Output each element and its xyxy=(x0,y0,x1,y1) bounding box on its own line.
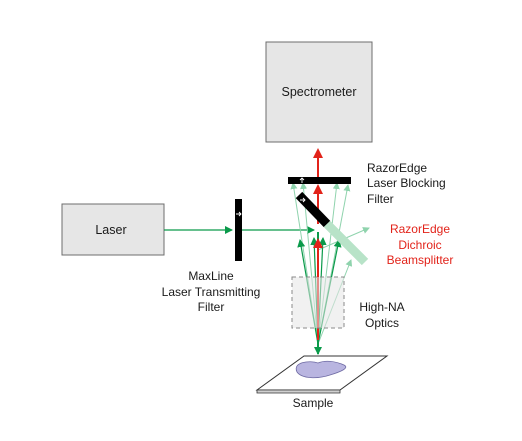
dichroic-reflective-side xyxy=(295,191,331,228)
spectrometer-box xyxy=(265,41,373,143)
maxline-filter-plate xyxy=(235,199,242,261)
dichroic-transmissive-side xyxy=(323,220,369,266)
optics-label: High-NA Optics xyxy=(359,300,404,330)
sample-slide-edge xyxy=(256,389,341,394)
sample-label: Sample xyxy=(293,396,334,410)
maxline-filter-label: MaxLine Laser Transmitting Filter xyxy=(162,269,261,314)
svg-text:RazorEdge: RazorEdge xyxy=(390,222,450,236)
dichroic-arrow-icon xyxy=(300,197,306,203)
dichroic-label: RazorEdge Dichroic Beamsplitter xyxy=(387,222,454,267)
laser: Laser xyxy=(61,203,165,256)
svg-text:RazorEdge: RazorEdge xyxy=(367,161,427,175)
sample xyxy=(255,355,389,394)
maxline-filter-arrow-icon xyxy=(236,211,242,217)
svg-text:Laser Blocking: Laser Blocking xyxy=(367,176,446,190)
svg-text:Filter: Filter xyxy=(367,192,394,206)
spectrometer-label: Spectrometer xyxy=(281,85,356,99)
laser-box xyxy=(61,203,165,256)
blocking-filter xyxy=(288,177,351,184)
svg-text:Laser Transmitting: Laser Transmitting xyxy=(162,285,261,299)
dichroic-beamsplitter xyxy=(295,191,369,266)
maxline-filter xyxy=(235,199,242,261)
svg-text:MaxLine: MaxLine xyxy=(188,269,234,283)
svg-text:High-NA: High-NA xyxy=(359,300,404,314)
optics-box xyxy=(291,276,345,329)
svg-text:Beamsplitter: Beamsplitter xyxy=(387,253,454,267)
laser-label: Laser xyxy=(95,223,126,237)
blocking-filter-arrow-icon xyxy=(299,177,305,183)
svg-text:Filter: Filter xyxy=(198,300,225,314)
svg-text:Optics: Optics xyxy=(365,316,399,330)
svg-text:Dichroic: Dichroic xyxy=(398,238,441,252)
blocking-filter-label: RazorEdge Laser Blocking Filter xyxy=(367,161,446,206)
sample-specimen xyxy=(295,360,347,379)
blocking-filter-plate xyxy=(288,177,351,184)
spectrometer: Spectrometer xyxy=(265,41,373,143)
